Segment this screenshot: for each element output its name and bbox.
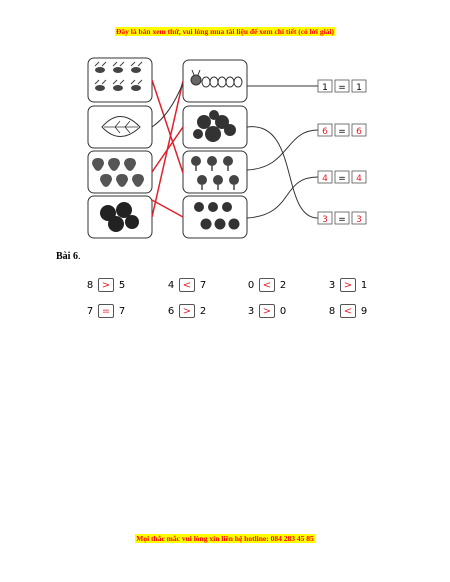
equation-3: 4 = 4 (317, 170, 367, 184)
eq-4-sign: = (338, 215, 346, 225)
preview-banner-text: Đây là bản xem thử, vui lòng mua tài liệ… (114, 27, 336, 36)
comparison-left-number: 7 (86, 305, 94, 317)
comparison-left-number: 3 (328, 279, 336, 291)
comparison-sign-box[interactable]: = (98, 304, 114, 318)
exercise-heading: Bài 6. (56, 251, 81, 262)
comparison-right-number: 9 (360, 305, 368, 317)
comparison-item: 4 <7 (165, 277, 209, 293)
eq-2-sign: = (338, 127, 346, 137)
eq-1-sign: = (338, 83, 346, 93)
matching-exercise: 1 = 1 6 = 6 4 = 4 3 = 3 (87, 57, 367, 239)
comparison-item: 7 = 7 (84, 303, 128, 319)
equation-4: 3 = 3 (317, 211, 367, 225)
comparison-right-number: 1 (360, 279, 368, 291)
box-strawberries (87, 150, 153, 194)
box-apples-group (182, 195, 248, 239)
equation-1: 1 = 1 (317, 79, 367, 93)
comparison-right-number: 2 (199, 305, 207, 317)
hotline-banner: Mọi thắc mắc vui lòng xin liên hệ hotlin… (0, 534, 450, 543)
comparison-sign-box[interactable]: > (98, 278, 114, 292)
equations: 1 = 1 6 = 6 4 = 4 3 = 3 (317, 79, 367, 225)
comparison-item: 8 >5 (84, 277, 128, 293)
match-curves (151, 82, 319, 219)
eq-4-right: 3 (356, 215, 362, 225)
comparison-right-number: 5 (118, 279, 126, 291)
comparison-item: 0 <2 (245, 277, 289, 293)
comparison-left-number: 0 (247, 279, 255, 291)
apples-group-icon (194, 202, 240, 230)
box-flies (87, 57, 153, 103)
caterpillar-icon (190, 69, 243, 88)
eq-3-sign: = (338, 174, 346, 184)
comparison-left-number: 8 (328, 305, 336, 317)
preview-banner: Đây là bản xem thử, vui lòng mua tài liệ… (0, 27, 450, 36)
eq-3-left: 4 (322, 174, 328, 184)
comparison-item: 6 >2 (165, 303, 209, 319)
comparison-item: 8 <9 (326, 303, 370, 319)
tomatoes-icon (100, 202, 139, 232)
comparison-left-number: 4 (167, 279, 175, 291)
eq-3-right: 4 (356, 174, 362, 184)
left-column (87, 57, 153, 239)
leaf-icon (101, 116, 141, 137)
comparison-left-number: 8 (86, 279, 94, 291)
comparison-sign-box[interactable]: < (179, 278, 195, 292)
eq-1-right: 1 (356, 83, 362, 93)
comparison-right-number: 2 (279, 279, 287, 291)
comparison-item: 3 >0 (245, 303, 289, 319)
comparison-sign-box[interactable]: < (259, 278, 275, 292)
eq-1-left: 1 (322, 83, 328, 93)
comparison-right-number: 0 (279, 305, 287, 317)
comparison-left-number: 6 (167, 305, 175, 317)
comparison-sign-box[interactable]: > (340, 278, 356, 292)
eq-2-right: 6 (356, 127, 362, 137)
middle-column (182, 59, 248, 239)
comparison-item: 3 >1 (326, 277, 370, 293)
eq-4-left: 3 (322, 215, 328, 225)
comparison-sign-box[interactable]: > (259, 304, 275, 318)
flies-icon (94, 61, 143, 91)
eq-2-left: 6 (322, 127, 328, 137)
comparison-right-number: 7 (118, 305, 126, 317)
strawberries-icon (92, 158, 144, 187)
answer-lines (151, 79, 184, 218)
apples-icon (193, 110, 236, 142)
comparison-right-number: 7 (199, 279, 207, 291)
exercise-title: Bài 6 (56, 251, 78, 262)
comparison-sign-box[interactable]: > (179, 304, 195, 318)
comparison-left-number: 3 (247, 305, 255, 317)
hotline-banner-text: Mọi thắc mắc vui lòng xin liên hệ hotlin… (135, 534, 315, 543)
comparison-sign-box[interactable]: < (340, 304, 356, 318)
broccoli-icon (191, 156, 239, 190)
equation-2: 6 = 6 (317, 123, 367, 137)
box-tomatoes (87, 195, 153, 239)
